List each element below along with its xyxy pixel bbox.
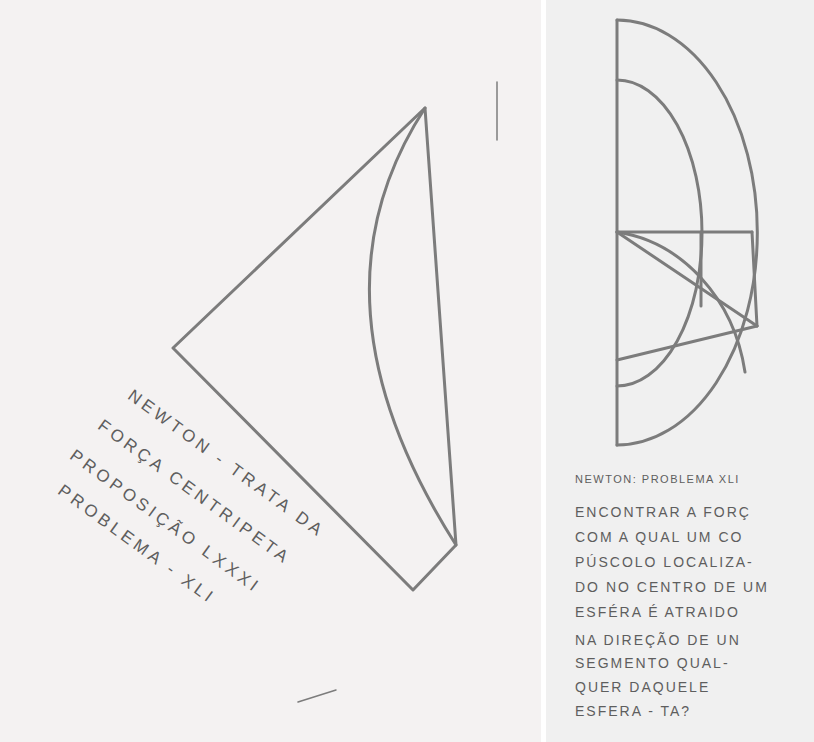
note-line: NEWTON: PROBLEMA XLI [575,474,740,485]
pencil-mark [298,690,336,702]
note-line: COM A QUAL UM CO [575,530,743,544]
left-page [0,0,541,742]
chord-line [617,326,757,360]
vertical-segment [752,232,757,326]
note-line: ESFERA - TA? [575,704,691,718]
radius-line [617,231,752,234]
pencil-mark [496,82,498,140]
right-page [546,0,814,742]
note-line: SEGMENTO QUAL- [575,656,730,670]
note-line: DO NO CENTRO DE UM [575,580,769,594]
diagonal-line [617,232,757,326]
note-line: QUER DAQUELE [575,680,710,694]
vertical-segment [700,232,703,306]
outer-arc [617,20,757,445]
note-line: NA DIREÇÃO DE UN [575,633,741,647]
note-line: ENCONTRAR A FORÇ [575,505,751,519]
note-line: ESFÉRA É ATRAIDO [575,605,740,619]
arc-curve [369,108,456,545]
note-line: PÚSCOLO LOCALIZA- [575,555,754,569]
lower-arc [617,232,745,372]
